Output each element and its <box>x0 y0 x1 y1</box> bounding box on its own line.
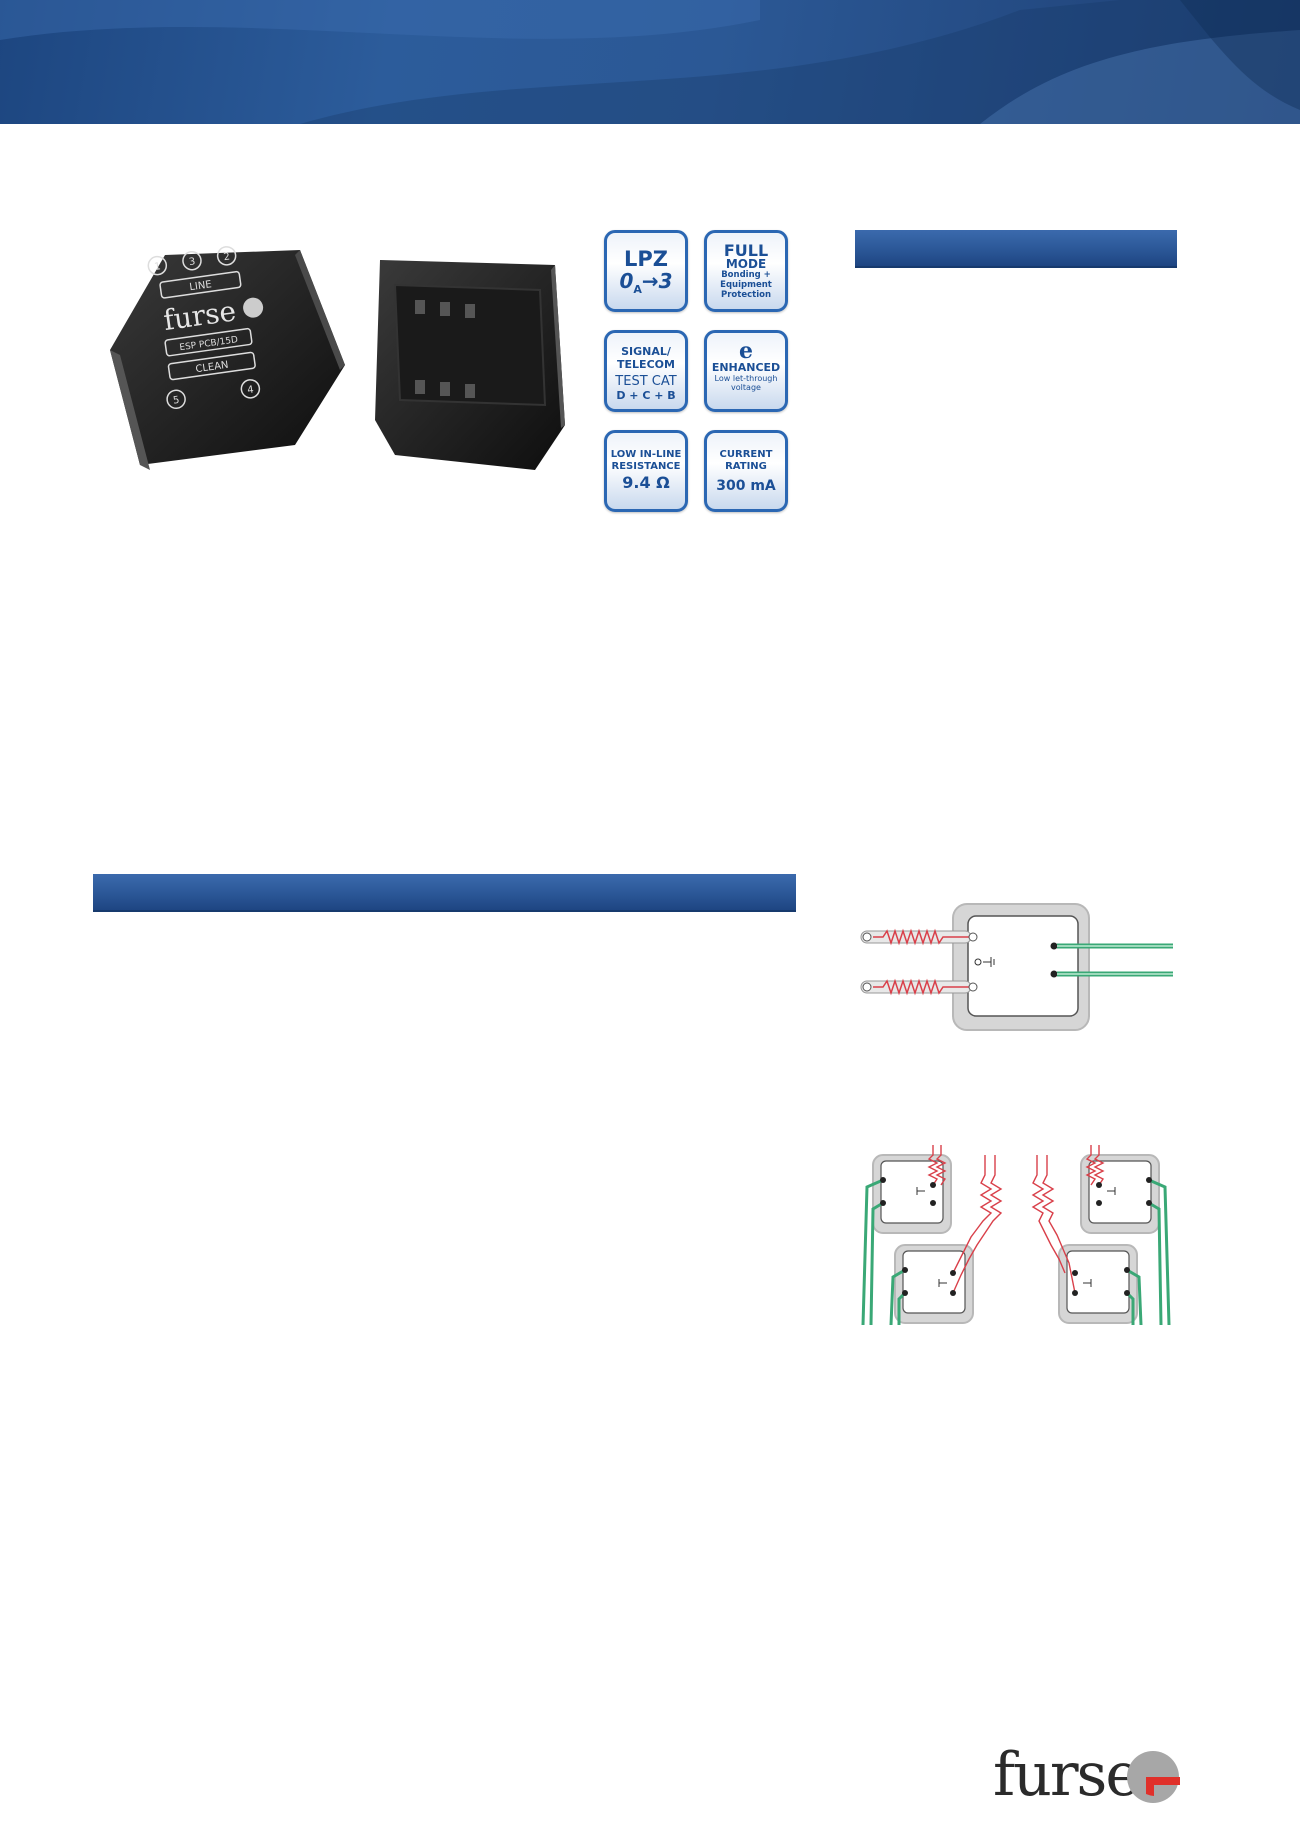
pin-3-label: 3 <box>188 256 196 268</box>
badge-full-mode: FULL MODE Bonding + Equipment Protection <box>704 230 788 312</box>
badge-resistance: LOW IN-LINE RESISTANCE 9.4 Ω <box>604 430 688 512</box>
connection-diagram-single <box>860 903 1173 1031</box>
badge-full-line3: Bonding + <box>721 270 771 280</box>
clean-line-traces <box>861 1178 1171 1325</box>
section-header-bar-left <box>93 874 796 912</box>
protected-line-traces <box>927 1145 1105 1294</box>
badge-enhanced-line3: voltage <box>731 383 761 392</box>
pin-2-label: 2 <box>223 251 231 263</box>
badge-lpz-title: LPZ <box>624 247 668 271</box>
header-banner <box>0 0 1300 124</box>
pin-5-label: 5 <box>172 395 180 407</box>
feature-badges: LPZ 0A→3 FULL MODE Bonding + Equipment P… <box>604 230 790 516</box>
badge-lpz: LPZ 0A→3 <box>604 230 688 312</box>
badge-resistance-line2: RESISTANCE <box>611 461 681 472</box>
badge-current-value: 300 mA <box>716 478 776 494</box>
lpz-range-sub: A <box>633 283 642 296</box>
badge-signal-line1: SIGNAL/ <box>621 345 671 358</box>
lpz-range-to: 3 <box>658 269 673 293</box>
pin-1-label: 1 <box>154 261 162 273</box>
badge-enhanced: e ENHANCED Low let-through voltage <box>704 330 788 412</box>
badge-full-line5: Protection <box>721 290 771 300</box>
badge-signal-telecom: SIGNAL/ TELECOM TEST CAT D + C + B <box>604 330 688 412</box>
badge-resistance-line1: LOW IN-LINE <box>610 449 682 460</box>
badge-full-title: FULL <box>723 241 769 260</box>
badge-test-categories: D + C + B <box>616 389 676 402</box>
badge-lpz-range: 0A→3 <box>607 270 685 301</box>
furse-logo: furse <box>993 1740 1183 1810</box>
badge-enhanced-line2: Low let-through <box>714 374 778 383</box>
connection-diagram-multiple <box>861 1145 1171 1325</box>
badge-resistance-value: 9.4 Ω <box>622 473 670 492</box>
badge-test-cat: TEST CAT <box>615 374 677 389</box>
arrow-right-icon: → <box>641 269 659 293</box>
clean-line-traces <box>1050 942 1173 978</box>
module-front: 1 3 2 LINE furse ESP PCB/15D CLEAN 5 4 <box>110 246 345 470</box>
badge-current-rating: CURRENT RATING 300 mA <box>704 430 788 512</box>
banner-swoosh-graphic <box>0 0 1300 124</box>
ground-icon <box>916 1187 1116 1287</box>
clean-label: CLEAN <box>195 360 229 376</box>
badge-enhanced-title: ENHANCED <box>711 361 781 374</box>
badge-current-line1: CURRENT <box>719 449 773 460</box>
badge-full-line4: Equipment <box>720 280 772 290</box>
lpz-range-from: 0 <box>619 269 634 293</box>
badge-current-line2: RATING <box>725 461 767 472</box>
furse-logo-mark-icon <box>1127 1751 1180 1803</box>
badge-mode-title: MODE <box>725 257 767 271</box>
section-header-bar-right <box>855 230 1177 268</box>
protected-line-traces <box>860 928 978 996</box>
ground-icon <box>983 957 995 967</box>
pin-4-label: 4 <box>247 384 255 396</box>
line-label: LINE <box>189 279 213 293</box>
product-photo: 1 3 2 LINE furse ESP PCB/15D CLEAN 5 4 <box>110 246 565 470</box>
enhanced-e-icon: e <box>739 338 753 364</box>
badge-signal-line2: TELECOM <box>617 358 675 371</box>
furse-logo-text: furse <box>993 1740 1141 1810</box>
module-back <box>375 260 565 470</box>
